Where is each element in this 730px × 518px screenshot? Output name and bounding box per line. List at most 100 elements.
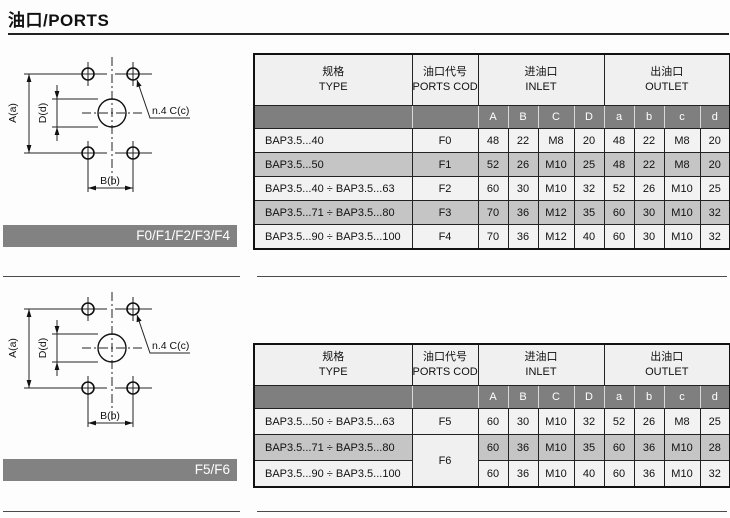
ports-code-cell: F4: [411, 224, 479, 250]
dimension-cell: 32: [699, 224, 730, 250]
dimension-cell: 48: [603, 128, 635, 153]
dimension-cell: M8: [537, 128, 575, 153]
type-subheader-spacer: [253, 105, 413, 129]
dimension-cell: M10: [663, 460, 701, 488]
type-cell: BAP3.5...71 ÷ BAP3.5...80: [253, 434, 413, 461]
port-pattern-diagram-f0-f4: A(a) D(d) B(b) n.4 C(c): [7, 57, 190, 192]
type-cell: BAP3.5...71 ÷ BAP3.5...80: [253, 200, 413, 225]
ports-code-cell: F0: [411, 128, 479, 153]
dimension-cell: 36: [507, 200, 539, 225]
dimension-column-header: C: [537, 385, 575, 409]
port-pattern-diagram-f5-f6: A(a) D(d) B(b) n.4 C(c): [7, 292, 190, 427]
dimension-cell: 25: [699, 176, 730, 201]
dimension-cell: 26: [507, 152, 539, 177]
code-subheader-spacer: [411, 385, 479, 409]
type-cell: BAP3.5...40: [253, 128, 413, 153]
dimension-lines: [24, 62, 190, 192]
dimension-cell: 32: [699, 460, 730, 488]
dimension-cell: 20: [699, 128, 730, 153]
dimension-cell: 60: [603, 434, 635, 461]
dimension-column-header: C: [537, 105, 575, 129]
bottom-divider-right: [257, 511, 727, 512]
dimension-cell: 35: [573, 434, 605, 461]
dimension-cell: 32: [699, 200, 730, 225]
section-divider-left: [3, 276, 240, 277]
bottom-divider-left: [3, 511, 240, 512]
dimension-column-header: D: [573, 105, 605, 129]
dimension-cell: 60: [477, 460, 509, 488]
bolt-holes: [81, 302, 140, 395]
dim-label-b: B(b): [100, 410, 120, 422]
ports-code-cell: F6: [411, 434, 479, 488]
page-title: 油口/PORTS: [8, 11, 110, 30]
banner-f0-f4: F0/F1/F2/F3/F4: [3, 225, 237, 247]
dimension-cell: 52: [477, 152, 509, 177]
bolt-holes: [81, 67, 140, 160]
dimension-cell: M10: [663, 200, 701, 225]
dimension-cell: M10: [537, 408, 575, 435]
dimension-column-header: c: [663, 105, 701, 129]
dimension-cell: 20: [699, 152, 730, 177]
dimension-cell: M10: [537, 152, 575, 177]
ports-code-cell: F2: [411, 176, 479, 201]
dimension-cell: 60: [603, 200, 635, 225]
dimension-cell: 48: [477, 128, 509, 153]
dimension-cell: 40: [573, 224, 605, 250]
dimension-cell: 60: [603, 224, 635, 250]
dimension-cell: 70: [477, 200, 509, 225]
dimension-cell: M12: [537, 200, 575, 225]
holes-note-label: n.4 C(c): [152, 340, 189, 352]
ports-code-cell: F5: [411, 408, 479, 435]
dimension-cell: M10: [537, 176, 575, 201]
dim-label-a: A(a): [7, 338, 19, 358]
section-divider-right: [257, 276, 727, 277]
dimension-cell: M10: [663, 176, 701, 201]
dimension-cell: 22: [507, 128, 539, 153]
dimension-cell: 60: [603, 460, 635, 488]
holes-note-label: n.4 C(c): [152, 105, 189, 117]
centerlines: [82, 57, 142, 187]
dimension-cell: 36: [507, 434, 539, 461]
ports-code-cell: F1: [411, 152, 479, 177]
dimension-cell: 60: [477, 434, 509, 461]
dimension-cell: M8: [663, 408, 701, 435]
type-cell: BAP3.5...90 ÷ BAP3.5...100: [253, 224, 413, 250]
dimension-cell: 36: [633, 460, 665, 488]
center-port-circle: [97, 333, 127, 363]
dimension-cell: 25: [699, 408, 730, 435]
dimension-cell: 26: [633, 176, 665, 201]
type-cell: BAP3.5...50: [253, 152, 413, 177]
dimension-cell: 60: [477, 176, 509, 201]
dimension-cell: 52: [603, 408, 635, 435]
dimension-cell: 22: [633, 152, 665, 177]
dimension-cell: 32: [573, 408, 605, 435]
banner-f5-f6: F5/F6: [3, 459, 237, 481]
dimension-column-header: a: [603, 105, 635, 129]
dimension-lines: [24, 297, 190, 427]
type-cell: BAP3.5...40 ÷ BAP3.5...63: [253, 176, 413, 201]
code-subheader-spacer: [411, 105, 479, 129]
type-subheader-spacer: [253, 385, 413, 409]
dimension-arrows: [26, 309, 142, 426]
dimension-cell: M8: [663, 128, 701, 153]
dimension-cell: 40: [573, 460, 605, 488]
dim-label-d: D(d): [37, 103, 49, 123]
dimension-column-header: d: [699, 385, 730, 409]
dimension-column-header: c: [663, 385, 701, 409]
dimension-column-header: d: [699, 105, 730, 129]
dimension-cell: 22: [633, 128, 665, 153]
